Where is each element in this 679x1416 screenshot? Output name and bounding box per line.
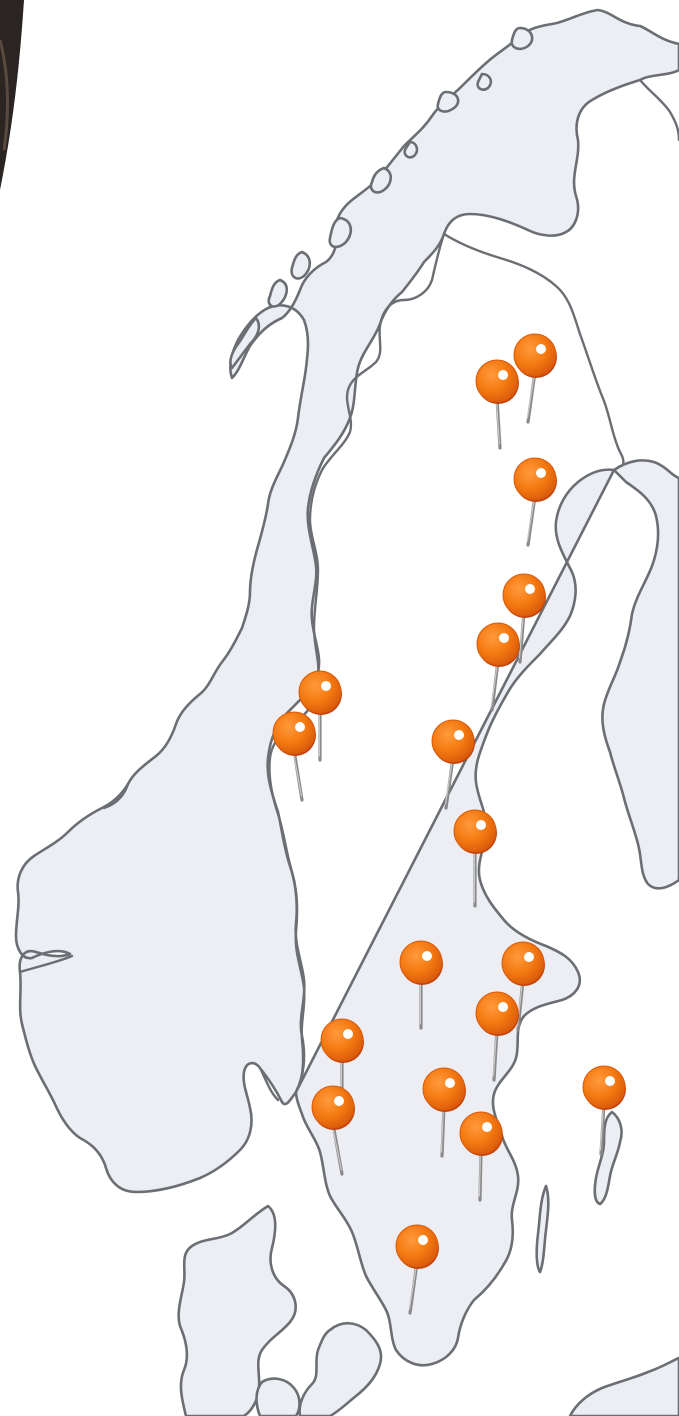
map-pin[interactable] [298,670,342,762]
pin-needle-highlight [444,759,453,805]
map-pin[interactable] [476,622,520,712]
pin-shine [321,681,331,691]
pin-needle-highlight [599,1105,605,1151]
pin-needle-highlight [292,751,302,797]
pin-shine [525,584,535,594]
pin-shine [445,1078,455,1088]
pin-shine [454,730,464,740]
pin-head[interactable] [399,940,443,984]
land-funen[interactable] [255,1377,301,1416]
pin-head[interactable] [475,991,519,1035]
map-pin[interactable] [582,1065,626,1156]
pin-needle-highlight [331,1125,342,1171]
pin-shine [499,633,509,643]
map-pin[interactable] [513,457,557,547]
land-baltic-coast[interactable] [568,1356,679,1416]
map-pin[interactable] [431,719,475,810]
map-pin[interactable] [453,809,497,908]
land-senja[interactable] [328,216,353,249]
pin-shine [334,1096,344,1106]
map-pin[interactable] [501,941,545,1032]
land-denmark[interactable] [177,1204,297,1416]
pin-head[interactable] [476,622,520,666]
pin-shine [343,1029,353,1039]
fjord-sogn [18,954,74,974]
pin-head[interactable] [513,333,557,377]
land-island-small-1[interactable] [476,72,493,91]
map-pin[interactable] [395,1224,439,1315]
pin-needle-highlight [526,373,536,419]
pin-needle-highlight [526,497,536,542]
pin-shine [482,1122,492,1132]
border-norway-sweden [268,232,446,1096]
land-soroya[interactable] [436,90,460,113]
pin-head[interactable] [582,1065,626,1109]
pin-head[interactable] [298,670,342,714]
pin-head[interactable] [453,809,497,853]
map-pin[interactable] [475,359,519,450]
map-pin[interactable] [475,991,519,1082]
map-pin[interactable] [502,573,546,664]
pin-head[interactable] [272,711,316,755]
land-mageroya[interactable] [510,26,534,51]
pin-shine [418,1235,428,1245]
pin-needle-highlight [495,399,500,445]
pin-shine [605,1076,615,1086]
map-pin[interactable] [422,1067,466,1158]
land-finland[interactable] [601,459,679,890]
land-oland[interactable] [535,1184,550,1274]
pin-shine [476,820,486,830]
map-pin[interactable] [272,711,316,802]
pin-head[interactable] [501,941,545,985]
pin-head[interactable] [513,457,557,501]
fjord-oslo [258,1066,280,1102]
photo-edge-shape [0,0,24,190]
land-island-small-2[interactable] [403,140,419,159]
pin-head[interactable] [431,719,475,763]
pin-shine [536,468,546,478]
map-pin[interactable] [320,1018,364,1092]
land-sweden-south[interactable] [294,468,616,1367]
pin-shine [524,952,534,962]
pin-head[interactable] [311,1085,355,1129]
fjord-trondheim [102,782,130,810]
pin-head[interactable] [502,573,546,617]
pin-shine [498,1002,508,1012]
pin-shine [422,951,432,961]
pin-head[interactable] [459,1111,503,1155]
pin-head[interactable] [395,1224,439,1268]
map-pin[interactable] [311,1085,355,1176]
pin-needle-highlight [492,1031,497,1077]
photo-edge-highlight [0,39,9,151]
pin-head[interactable] [320,1018,364,1062]
border-finland-north [638,78,679,142]
land-kvaloya[interactable] [369,166,393,194]
pin-head[interactable] [422,1067,466,1111]
pin-needle-highlight [490,662,498,707]
land-gotland[interactable] [593,1110,623,1206]
land-lofoten-2[interactable] [267,278,289,308]
land-lofoten-1[interactable] [229,316,261,370]
pin-head[interactable] [475,359,519,403]
pins-layer [272,333,626,1315]
land-vesteralen[interactable] [290,250,312,280]
map-pin[interactable] [459,1111,503,1202]
pin-shine [498,370,508,380]
map-pin[interactable] [399,940,443,1030]
pin-shine [295,722,305,732]
land-zealand[interactable] [298,1321,383,1416]
map-pin[interactable] [513,333,557,424]
pin-needle-highlight [408,1264,417,1310]
pin-needle-highlight [478,1151,481,1197]
pin-needle-highlight [518,613,525,659]
border-sweden-finland [442,232,625,472]
pin-needle-highlight [440,1107,444,1153]
pin-shine [536,344,546,354]
